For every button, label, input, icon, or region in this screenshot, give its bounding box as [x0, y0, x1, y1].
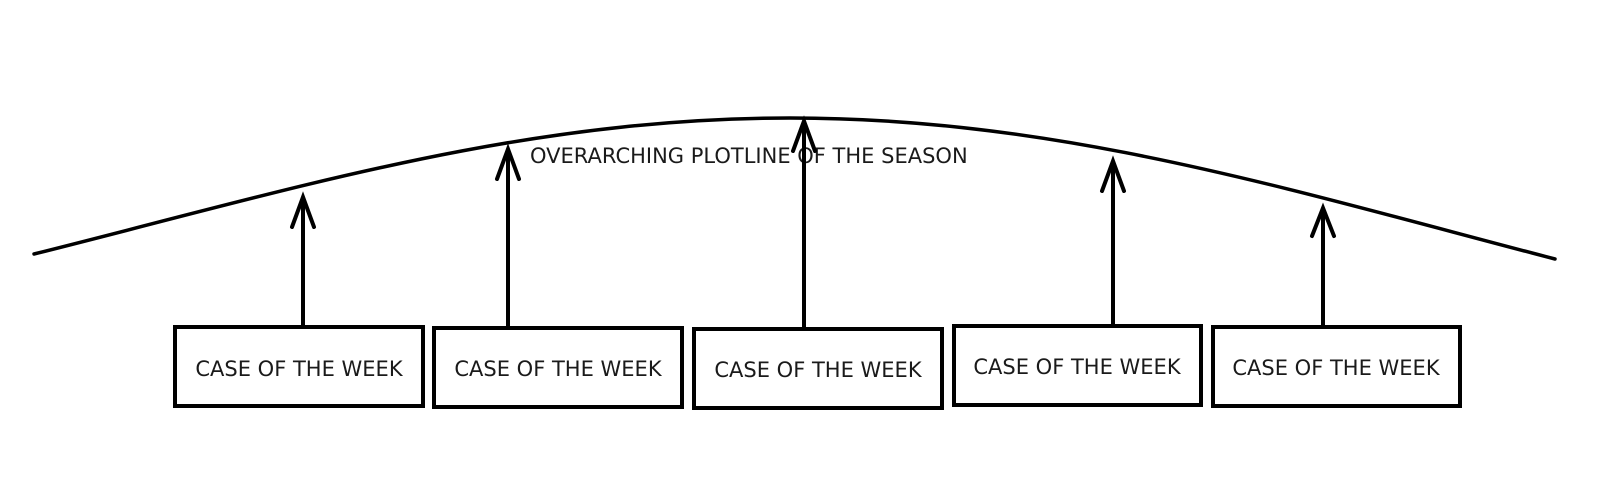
case-box-2: [432, 326, 684, 409]
episode-arrowhead-5: [1310, 202, 1336, 238]
case-label-4: CASE OF THE WEEK: [973, 355, 1181, 379]
case-label-2: CASE OF THE WEEK: [454, 357, 662, 381]
episode-arrowhead-4: [1100, 155, 1126, 193]
episode-arrowhead-3: [791, 115, 817, 153]
case-label-1: CASE OF THE WEEK: [195, 357, 403, 381]
case-box-1: [173, 325, 425, 408]
case-box-3: [692, 327, 944, 410]
case-label-3: CASE OF THE WEEK: [714, 358, 922, 382]
season-arc-label: OVERARCHING PLOTLINE OF THE SEASON: [530, 144, 968, 168]
episode-arrowhead-1: [290, 191, 316, 229]
case-box-4: [952, 324, 1203, 407]
episode-group-3: CASE OF THE WEEK: [692, 115, 944, 410]
case-label-5: CASE OF THE WEEK: [1232, 356, 1440, 380]
case-box-5: [1211, 325, 1462, 408]
episode-group-4: CASE OF THE WEEK: [952, 155, 1203, 407]
episode-group-1: CASE OF THE WEEK: [173, 191, 425, 408]
episode-arrowhead-2: [495, 143, 521, 181]
season-arc-curve: [32, 116, 1557, 261]
episode-group-2: CASE OF THE WEEK: [432, 143, 684, 409]
episode-group-5: CASE OF THE WEEK: [1211, 202, 1462, 408]
